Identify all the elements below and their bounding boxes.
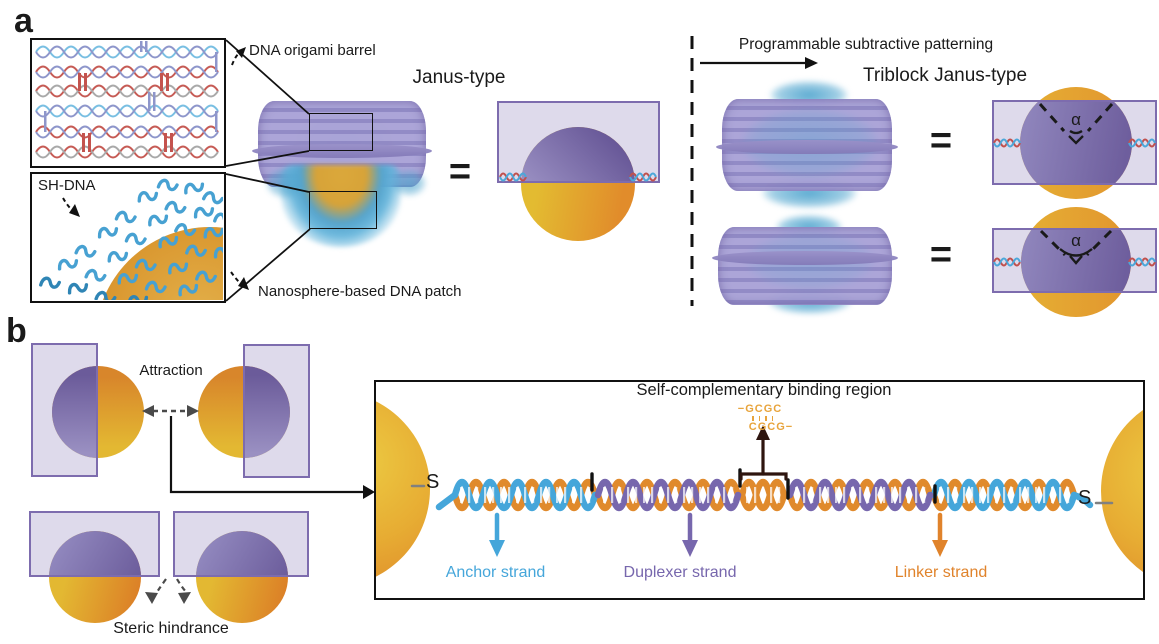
attraction-left-rect-border (31, 343, 98, 477)
steric-left-rect-border (29, 511, 160, 577)
janus-type-title: Janus-type (412, 67, 506, 88)
dna-fuzz-fleck (266, 168, 306, 198)
patterning-label: Programmable subtractive patterning (738, 36, 994, 53)
thiol-left-label: S (426, 471, 440, 493)
barrel-mid-band (712, 251, 898, 265)
duplexer-strand-label: Duplexer strand (623, 564, 737, 581)
equals-sign: = (448, 151, 471, 193)
janus-patch-rect-border (497, 101, 660, 183)
anchor-strand-label: Anchor strand (445, 564, 546, 581)
sh-dna-detail-inset (30, 172, 226, 303)
binding-region-box (374, 380, 1145, 600)
binding-region-title: Self-complementary binding region (636, 381, 892, 399)
janus-sphere-purple-clip (497, 101, 660, 183)
nanosphere-patch-label: Nanosphere-based DNA patch (258, 283, 462, 300)
barrel-mid-band (716, 140, 898, 154)
dna-duplex-drawing (410, 425, 1114, 557)
zoom-callout-rect-bottom (309, 191, 377, 229)
equals-sign: = (929, 234, 952, 276)
zoom-callout-rect-top (309, 113, 373, 151)
attraction-left-purple-clip (31, 343, 98, 477)
attraction-right-rect-border (243, 344, 310, 478)
linker-strand-label: Linker strand (894, 564, 988, 581)
panel-b-label: b (6, 312, 27, 350)
thiol-right-label: S (1078, 487, 1092, 509)
steric-right-rect-border (173, 511, 309, 577)
steric-right-purple-clip (173, 511, 309, 577)
alpha-angle-label: α (1071, 110, 1081, 129)
sequence-top: −GCGC (737, 403, 783, 415)
origami-detail-inset (30, 38, 226, 168)
base-pair-bonds-icon (752, 416, 774, 421)
steric-left-purple-clip (29, 511, 160, 577)
dna-origami-barrel-triblock-2 (718, 227, 892, 305)
equals-sign: = (929, 120, 952, 162)
steric-hindrance-label: Steric hindrance (113, 620, 229, 637)
sequence-bottom: CGCG− (748, 421, 794, 433)
triblock-janus-title: Triblock Janus-type (862, 65, 1028, 86)
sh-dna-drawing (38, 177, 224, 301)
sh-dna-label: SH-DNA (38, 177, 96, 194)
attraction-label: Attraction (139, 362, 203, 379)
origami-helix-drawing (35, 41, 219, 159)
alpha-angle-label: α (1071, 231, 1081, 250)
dna-fuzz-fleck (392, 170, 426, 196)
panel-a-label: a (14, 2, 33, 40)
origami-barrel-label: DNA origami barrel (249, 42, 376, 59)
